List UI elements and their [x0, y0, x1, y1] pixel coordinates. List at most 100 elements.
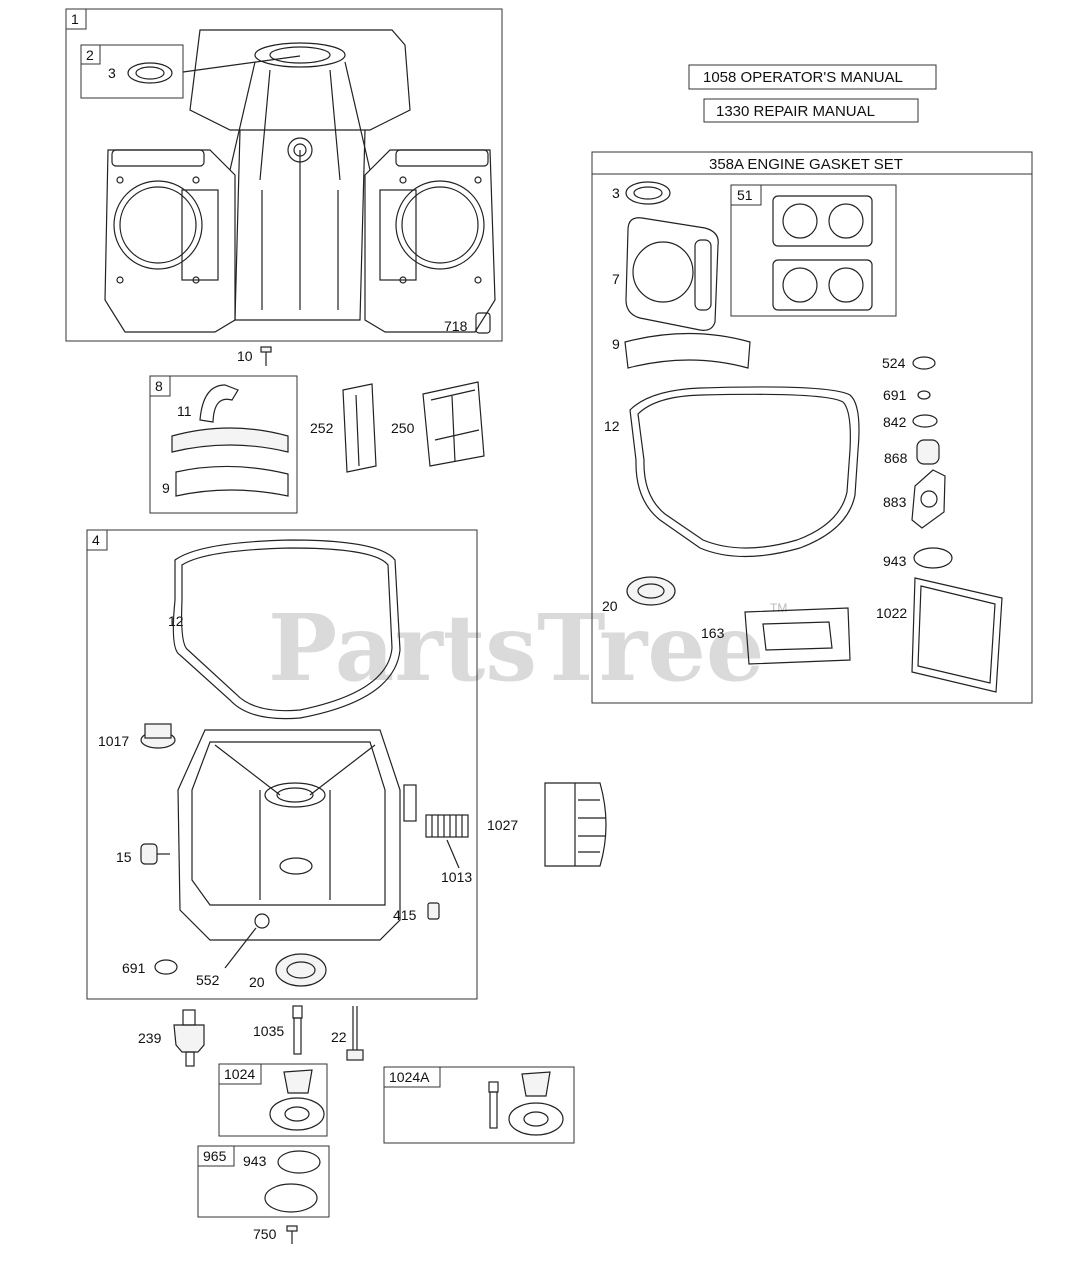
plug-868-icon — [916, 439, 940, 465]
label-bolt[interactable]: 22 — [331, 1029, 347, 1045]
label-cover-screw[interactable]: 750 — [253, 1226, 277, 1242]
label-gs-sump-gasket[interactable]: 12 — [604, 418, 620, 434]
breather-cover — [171, 427, 289, 453]
oil-pump-tag: 1024 — [224, 1066, 255, 1082]
label-sump-gasket[interactable]: 12 — [168, 613, 184, 629]
watermark-trademark: TM — [770, 601, 787, 615]
sump-tag: 4 — [92, 532, 100, 548]
label-cover-gasket[interactable]: 1022 — [876, 605, 907, 621]
label-seal-691-sump[interactable]: 691 — [122, 960, 146, 976]
label-oring-pump[interactable]: 943 — [243, 1153, 267, 1169]
gasket-163-icon — [744, 607, 851, 665]
head-gasket-kit-box[interactable] — [730, 184, 897, 317]
label-oil-filter-nipple[interactable]: 1013 — [441, 869, 472, 885]
label-drain-plug[interactable]: 15 — [116, 849, 132, 865]
oil-filter-nipple-icon — [425, 814, 469, 869]
ring-842-icon — [912, 414, 938, 428]
label-gasket-883[interactable]: 883 — [883, 494, 907, 510]
oil-pump-box[interactable]: 1024 — [218, 1063, 328, 1137]
filter-252-icon — [342, 383, 377, 473]
gasket-883-icon — [911, 469, 946, 529]
gasket-set-box[interactable]: 358A ENGINE GASKET SET 3 51 7 9 12 — [591, 151, 1033, 704]
operators-manual-label: 1058 OPERATOR'S MANUAL — [703, 69, 903, 86]
dowel-pin — [475, 312, 491, 334]
breather-tube — [199, 384, 239, 423]
label-retainer-524[interactable]: 524 — [882, 355, 906, 371]
cylinder-block-drawing — [104, 29, 496, 333]
label-breather-gasket[interactable]: 9 — [162, 480, 170, 496]
seal-ring — [127, 62, 173, 84]
operators-manual-box[interactable] — [688, 64, 937, 90]
label-dipstick-plug[interactable]: 415 — [393, 907, 417, 923]
label-oil-seal-sump[interactable]: 20 — [249, 974, 265, 990]
retainer-524-icon — [912, 356, 936, 370]
pump-cover-plate — [264, 1183, 318, 1213]
oil-filter-icon — [544, 782, 607, 867]
watermark: PartsTree — [268, 594, 764, 702]
label-oring-943[interactable]: 943 — [883, 553, 907, 569]
label-head-gasket[interactable]: 7 — [612, 271, 620, 287]
cylinder-tag: 1 — [71, 11, 79, 27]
cover-screw-icon — [286, 1225, 298, 1244]
head-gasket-kit-icon — [772, 195, 873, 311]
oil-pressure-switch-icon — [173, 1009, 205, 1067]
screw-10-icon — [260, 346, 272, 366]
dipstick-plug-icon — [427, 902, 440, 920]
oil-pump-a-box[interactable]: 1024A — [383, 1066, 575, 1144]
label-gs-seal[interactable]: 3 — [612, 185, 620, 201]
sump-gasket — [172, 539, 401, 720]
label-shaft[interactable]: 1035 — [253, 1023, 284, 1039]
oil-pump-a-tag: 1024A — [389, 1069, 430, 1085]
shaft-icon — [292, 1005, 303, 1055]
repair-manual-box[interactable] — [703, 98, 919, 123]
drain-plug-icon — [140, 843, 170, 865]
label-ring-842[interactable]: 842 — [883, 414, 907, 430]
breather-box[interactable]: 8 11 9 — [149, 375, 298, 514]
pump-a-rotor-inner — [521, 1071, 551, 1097]
gasket-set-title: 358A ENGINE GASKET SET — [709, 156, 903, 173]
label-plug-868[interactable]: 868 — [884, 450, 908, 466]
label-gs-breather-gasket[interactable]: 9 — [612, 336, 620, 352]
seal-subassembly-tag: 2 — [86, 47, 94, 63]
pump-rotor-inner — [283, 1069, 313, 1094]
seal-691-sump-icon — [154, 959, 178, 975]
label-switch[interactable]: 239 — [138, 1030, 162, 1046]
label-seal[interactable]: 3 — [108, 65, 116, 81]
gs-sump-gasket-icon — [629, 386, 860, 558]
sump-box[interactable]: 4 12 1017 15 1013 4 — [86, 529, 478, 1000]
gs-oil-seal-icon — [626, 576, 676, 606]
label-oil-filter[interactable]: 1027 — [487, 817, 518, 833]
oring-943-icon — [913, 547, 953, 569]
gs-seal-691-icon — [917, 390, 931, 400]
label-filter-252[interactable]: 252 — [310, 420, 334, 436]
label-plug-552[interactable]: 552 — [196, 972, 220, 988]
label-breather-tube[interactable]: 11 — [177, 403, 192, 419]
label-oil-fill-cap[interactable]: 1017 — [98, 733, 129, 749]
breather-tag: 8 — [155, 378, 163, 394]
label-gasket-163[interactable]: 163 — [701, 625, 725, 641]
oring-pump-icon — [277, 1150, 321, 1174]
sump-housing-drawing — [177, 729, 417, 941]
oil-fill-cap-icon — [140, 723, 176, 749]
label-gs-seal-691[interactable]: 691 — [883, 387, 907, 403]
cover-gasket-icon — [911, 577, 1003, 693]
gs-breather-gasket-icon — [624, 332, 751, 369]
plug-552-icon — [254, 913, 270, 929]
pump-cover-box[interactable]: 965 943 — [197, 1145, 330, 1218]
breather-gasket — [175, 465, 289, 497]
pump-rotor-outer — [269, 1097, 325, 1131]
repair-manual-label: 1330 REPAIR MANUAL — [716, 103, 875, 120]
label-filter-250[interactable]: 250 — [391, 420, 415, 436]
label-screw-10[interactable]: 10 — [237, 348, 253, 364]
head-gasket-icon — [625, 217, 719, 331]
label-gs-oil-seal[interactable]: 20 — [602, 598, 618, 614]
head-gasket-kit-tag: 51 — [737, 187, 753, 203]
bolt-icon — [346, 1006, 364, 1061]
filter-250-icon — [422, 381, 485, 467]
oil-seal-sump-icon — [275, 953, 327, 987]
gs-seal-icon — [625, 181, 671, 205]
cylinder-assembly-box[interactable]: 1 2 3 — [65, 8, 503, 342]
pump-a-rotor-outer — [508, 1102, 564, 1136]
label-pin[interactable]: 718 — [444, 318, 468, 334]
